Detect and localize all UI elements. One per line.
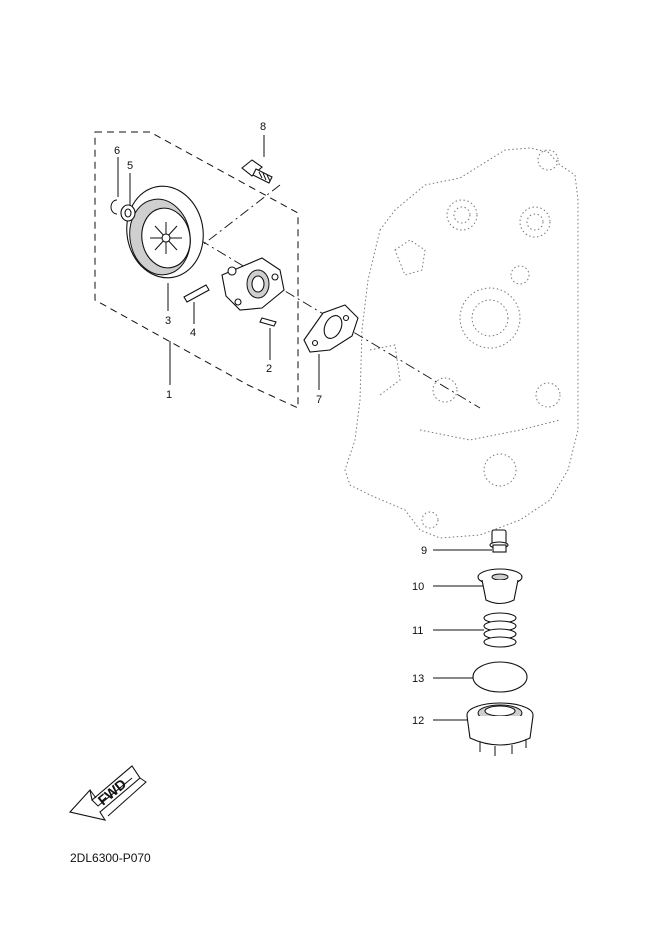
assembly-centerline: [195, 184, 281, 251]
callout-12: 12: [412, 715, 424, 727]
callout-8: 8: [260, 121, 266, 133]
callout-7: 7: [316, 394, 322, 406]
callout-3: 3: [165, 315, 171, 327]
part-12-cap: [466, 702, 534, 756]
part-13-o-ring: [472, 661, 528, 693]
callout-4: 4: [190, 327, 196, 339]
part-2-pin: [259, 317, 277, 327]
leader-lines: [117, 135, 492, 721]
callout-6: 6: [114, 145, 120, 157]
part-10-bushing: [477, 568, 523, 605]
assembly-outline: [94, 131, 299, 409]
callout-10: 10: [412, 581, 424, 593]
callout-13: 13: [412, 673, 424, 685]
oil-pump-body: [221, 257, 285, 311]
callout-11: 11: [412, 625, 423, 637]
callout-1: 1: [166, 389, 172, 401]
part-9-plug: [489, 529, 509, 553]
part-5-washer: [120, 204, 136, 222]
part-11-spring: [483, 612, 517, 648]
part-8-bolt: [241, 159, 273, 184]
callout-5: 5: [127, 160, 133, 172]
part-7-gasket: [303, 304, 359, 353]
diagram-code: 2DL6300-P070: [70, 851, 151, 865]
callout-2: 2: [266, 363, 272, 375]
part-3-gear: [126, 185, 204, 279]
callout-9: 9: [421, 545, 427, 557]
crankcase-outline: [344, 147, 579, 539]
part-4-pin: [183, 284, 210, 303]
part-6-circlip: [110, 199, 118, 215]
fwd-arrow-icon: FWD: [68, 765, 147, 821]
